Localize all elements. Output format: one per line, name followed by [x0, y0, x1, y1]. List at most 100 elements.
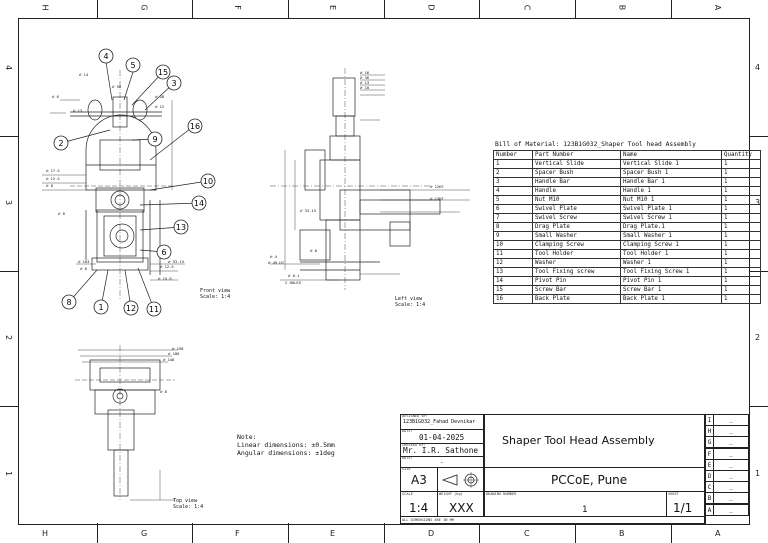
zone-bottom-f: F	[235, 529, 240, 538]
zone-tick	[384, 523, 385, 543]
bom-cell: 1	[721, 267, 761, 277]
bom-cell: 9	[493, 231, 533, 241]
zone-tick	[0, 136, 18, 137]
bom-cell: 1	[721, 186, 761, 196]
bom-cell: 1	[493, 159, 533, 169]
date2-label: DATE:	[402, 456, 413, 460]
bom-cell: 7	[493, 213, 533, 223]
bom-cell: 14	[493, 276, 533, 286]
drawing-number: 1	[582, 505, 588, 515]
zone-tick	[749, 136, 768, 137]
zone-bottom-h: H	[42, 529, 49, 538]
bom-cell: Handle Bar 1	[620, 177, 722, 187]
bom-header-quantity: Quantity	[721, 150, 761, 160]
zone-tick	[192, 523, 193, 543]
dimension-label: 2 HOLES	[285, 280, 302, 285]
balloon-number: 9	[152, 135, 157, 144]
zone-bottom-b: B	[619, 529, 625, 538]
balloon-number: 16	[190, 122, 200, 131]
dimension-label: ⌀ 28	[155, 94, 165, 99]
dimension-label: ⌀ 15.9	[158, 276, 172, 281]
zone-bottom-c: C	[524, 529, 530, 538]
bom-header-part-number: Part Number	[532, 150, 621, 160]
balloon-8: 8	[61, 294, 77, 310]
bom-cell: 1	[721, 285, 761, 295]
note-angular: Angular dimensions: ±1deg	[237, 449, 335, 457]
bom-cell: Pivot Pin 1	[620, 276, 722, 286]
balloon-5: 5	[125, 57, 141, 73]
bom-cell: 1	[721, 213, 761, 223]
bom-cell: Washer	[532, 258, 621, 268]
balloon-number: 6	[161, 248, 166, 257]
balloon-number: 13	[176, 223, 186, 232]
bom-cell: 10	[493, 240, 533, 250]
dimension-label: ⌀ 10	[360, 85, 370, 90]
bom-cell: 1	[721, 276, 761, 286]
bom-cell: 6	[493, 204, 533, 214]
bom-cell: 1	[721, 177, 761, 187]
dimension-label: ⌀ 180	[168, 351, 180, 356]
balloon-number: 15	[158, 68, 168, 77]
zone-bottom-d: D	[428, 529, 435, 538]
bom-cell: Small Washer 1	[620, 231, 722, 241]
revision-value: _	[713, 425, 749, 438]
bom-cell: Drag Plate.1	[620, 222, 722, 232]
sheet-label: SHEET	[668, 492, 679, 496]
bom-cell: Spacer Bush 1	[620, 168, 722, 178]
balloon-number: 2	[58, 139, 63, 148]
zone-tick	[384, 0, 385, 18]
bom-cell: Tool Holder 1	[620, 249, 722, 259]
bom-cell: 3	[493, 177, 533, 187]
zone-tick	[575, 0, 576, 18]
dimension-label: ⌀ 12	[155, 104, 164, 109]
zone-tick	[192, 0, 193, 18]
bom-cell: Handle	[532, 186, 621, 196]
bom-cell: Swivel Screw	[532, 213, 621, 223]
zone-tick	[671, 0, 672, 18]
weight-value: XXX	[449, 501, 474, 515]
bom-cell: Nut M10	[532, 195, 621, 205]
zone-bottom-e: E	[330, 529, 336, 538]
balloon-3: 3	[166, 75, 182, 91]
dimension-label: ⌀ 8	[46, 183, 54, 188]
revision-value: _	[713, 492, 749, 505]
zone-tick	[0, 271, 18, 272]
dimension-label: ⌀ 36	[360, 75, 370, 80]
bom-cell: Vertical Slide 1	[620, 159, 722, 169]
revision-value: _	[713, 470, 749, 482]
dimension-label: ⌀ 17.5	[46, 168, 60, 173]
dimension-label: ⌀ 103	[78, 259, 89, 264]
dimension-label: ⌀ 33.15	[300, 208, 316, 213]
balloon-4: 4	[98, 48, 114, 64]
bom-cell: 4	[493, 186, 533, 196]
designed-by: 123B1G032_Fahad Devnikar	[403, 419, 476, 425]
zone-tick	[479, 523, 480, 543]
dimension-label: ⌀ 14	[79, 72, 89, 77]
weight-label: WEIGHT (kg)	[439, 492, 463, 496]
dimension-label: ⌀ 58	[112, 84, 122, 89]
balloon-15: 15	[155, 64, 171, 80]
dimension-label: ⌀ 8.1	[288, 273, 300, 278]
bom-cell: 1	[721, 294, 761, 304]
dimension-label: ⌀ 33.15	[168, 259, 184, 264]
bom-cell: 1	[721, 195, 761, 205]
balloon-14: 14	[191, 195, 207, 211]
bom-cell: Screw Bar 1	[620, 285, 722, 295]
bom-title: Bill of Material: 123B1G032_Shaper Tool …	[495, 141, 696, 148]
balloon-number: 14	[194, 199, 204, 208]
left-view-geometry	[270, 68, 470, 290]
bom-cell: Swivel Screw 1	[620, 213, 722, 223]
balloon-2: 2	[53, 135, 69, 151]
bom-cell: 1	[721, 168, 761, 178]
bom-cell: Tool Fixing screw	[532, 267, 621, 277]
zone-tick	[479, 0, 480, 18]
bom-cell: Tool Holder	[532, 249, 621, 259]
dimension-label: ⌀ 13	[360, 80, 369, 85]
bom-cell: Back Plate 1	[620, 294, 722, 304]
